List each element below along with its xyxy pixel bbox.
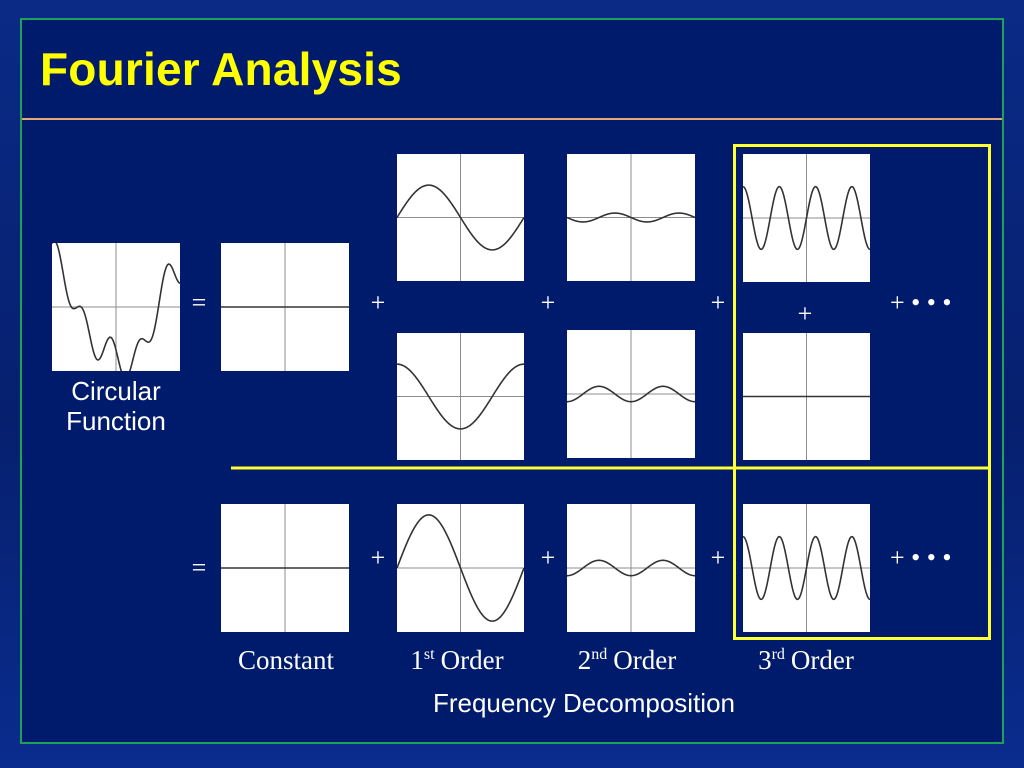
panel-cos2 xyxy=(567,330,695,458)
plus-bottom-2: + xyxy=(541,543,556,572)
waveform-curve xyxy=(567,212,695,223)
panel-sin2 xyxy=(567,154,695,281)
plus-top-1: + xyxy=(371,288,386,317)
panel-mag1 xyxy=(397,504,524,632)
panel-const-top xyxy=(221,243,349,371)
plus-top-2: + xyxy=(541,288,556,317)
equals-top: = xyxy=(192,288,207,317)
panel-cos1 xyxy=(397,333,524,460)
panel-const-bottom xyxy=(221,504,349,632)
third-order-highlight-box xyxy=(733,144,991,640)
plus-bottom-1: + xyxy=(371,543,386,572)
plus-top-inner: + xyxy=(798,299,813,328)
source-label-line1: Circular xyxy=(71,376,161,406)
waveform-curve xyxy=(567,385,695,403)
waveform-curve xyxy=(567,559,695,577)
title-underline xyxy=(22,118,1002,120)
waveform-curve xyxy=(397,184,524,251)
plus-dots-bottom: + • • • xyxy=(890,543,951,572)
panel-source xyxy=(52,243,180,371)
waveform-curve xyxy=(52,243,180,371)
waveform-curve xyxy=(743,185,870,251)
page-title: Fourier Analysis xyxy=(40,43,402,95)
panel-cos3 xyxy=(743,333,870,460)
equals-bottom: = xyxy=(192,553,207,582)
panel-mag3 xyxy=(743,504,870,632)
panel-sin3 xyxy=(743,154,870,282)
panel-mag2 xyxy=(567,504,695,632)
subtitle: Frequency Decomposition xyxy=(433,688,735,718)
waveform-curve xyxy=(743,535,870,601)
plus-dots-top: + • • • xyxy=(890,288,951,317)
waveform-curve xyxy=(397,363,524,430)
label-constant: Constant xyxy=(238,645,335,675)
plus-top-3: + xyxy=(711,288,726,317)
source-label-line2: Function xyxy=(66,406,166,436)
panel-sin1 xyxy=(397,154,524,281)
plus-bottom-3: + xyxy=(711,543,726,572)
waveform-curve xyxy=(397,514,524,622)
